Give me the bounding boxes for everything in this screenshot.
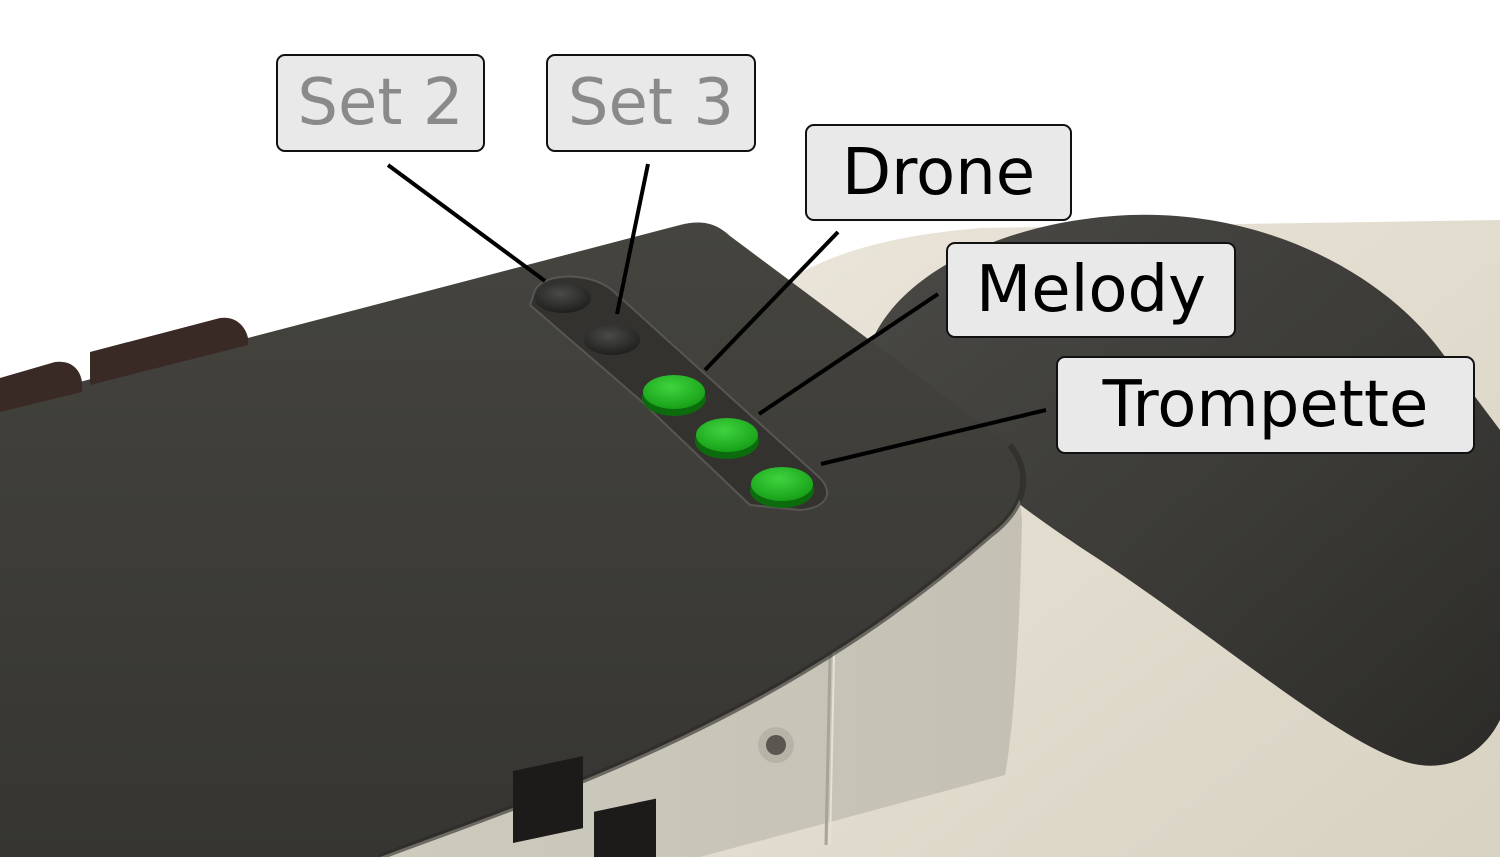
label-trompette: Trompette	[1056, 356, 1475, 454]
side-opening-2	[594, 798, 656, 862]
leader-set3	[615, 163, 650, 315]
key-1	[0, 361, 82, 412]
keybox-top-edge	[378, 443, 1026, 860]
set3-button[interactable]	[584, 325, 640, 355]
drone-button[interactable]	[643, 375, 705, 409]
keybox-top	[0, 222, 1024, 858]
melody-button[interactable]	[696, 418, 758, 452]
leader-trompette	[820, 408, 1047, 466]
leader-drone	[703, 230, 840, 372]
set2-button[interactable]	[535, 283, 591, 313]
wheel-hood	[870, 214, 1500, 766]
label-set2: Set 2	[276, 54, 485, 152]
label-melody: Melody	[946, 242, 1236, 338]
label-set3: Set 3	[546, 54, 756, 152]
key-2	[90, 317, 248, 385]
label-drone: Drone	[805, 124, 1072, 221]
side-opening-1	[513, 756, 583, 843]
trompette-button[interactable]	[751, 467, 813, 501]
leader-set2	[386, 163, 547, 283]
leader-melody	[757, 292, 940, 416]
